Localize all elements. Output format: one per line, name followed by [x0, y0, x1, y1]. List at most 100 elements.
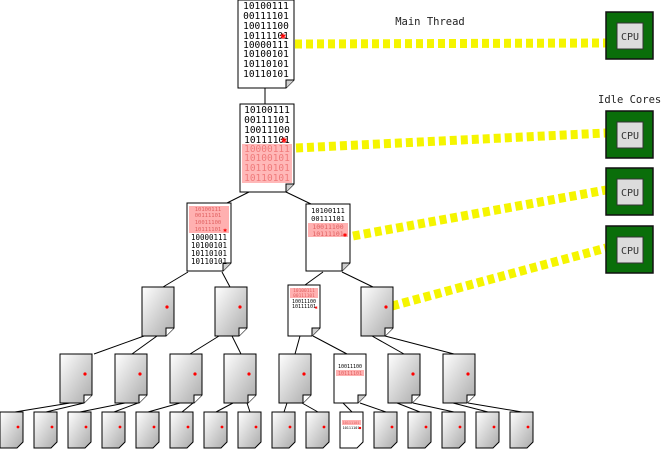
tree-edge	[342, 402, 353, 413]
tree-edge	[131, 335, 158, 355]
cursor-marker	[220, 425, 224, 429]
doc-line: 10110101	[191, 249, 227, 258]
cursor-marker	[83, 372, 87, 376]
doc-line: 10110101	[243, 69, 289, 80]
tree-edge	[162, 271, 189, 288]
doc-line: 10110101	[243, 59, 289, 70]
tree-edge	[341, 271, 374, 288]
cursor-marker	[254, 425, 258, 429]
doc-line-highlighted: 10110101	[244, 163, 290, 174]
tree-edge	[359, 402, 387, 413]
cursor-marker	[492, 425, 496, 429]
doc-line: 10011100	[244, 125, 290, 136]
doc-line-highlighted: 10111101	[312, 230, 343, 238]
cursor-marker: ✱	[222, 227, 227, 234]
cursor-marker: ✱	[314, 305, 317, 311]
tree-edge	[301, 402, 319, 413]
cpu-label: CPU	[621, 246, 639, 257]
tree-edge	[283, 402, 288, 413]
cpu-label: CPU	[621, 32, 639, 43]
document-second: 10100111 00111101 10011100 10111101 1000…	[239, 103, 295, 193]
cursor-marker	[288, 425, 292, 429]
document-root: 10100111 00111101 10011100 10111101 1000…	[237, 0, 295, 89]
tree-edge	[467, 402, 523, 413]
doc-line: 10011100	[243, 21, 289, 32]
tree-edge	[221, 271, 231, 288]
tree-edge	[215, 402, 234, 413]
document-leaf-12	[373, 411, 398, 449]
doc-line: 10111101	[292, 304, 316, 310]
cursor-marker	[302, 372, 306, 376]
cpu-idle-3: CPU	[605, 225, 654, 274]
tree-edge	[371, 335, 405, 355]
cursor-marker	[186, 425, 190, 429]
cursor-marker	[390, 425, 394, 429]
document-leaf-13	[407, 411, 432, 449]
cursor-marker	[466, 372, 470, 376]
tree-edge	[181, 402, 194, 413]
tree-edge	[285, 191, 312, 205]
cursor-marker	[526, 425, 530, 429]
doc-line: 10100101	[243, 49, 289, 60]
document-leaf-16	[509, 411, 534, 449]
cursor-marker: ✱	[343, 231, 348, 239]
tree-edge	[189, 335, 220, 355]
document-leaf-14	[441, 411, 466, 449]
document-level3-4	[360, 286, 394, 337]
tree-edge	[246, 402, 251, 413]
tree-edges	[14, 88, 523, 413]
connection-idle-core-1	[295, 128, 607, 153]
cursor-marker	[152, 425, 156, 429]
tree-edge	[93, 335, 145, 355]
document-level4-white: 10011100 10111101	[333, 353, 367, 404]
document-leaf-8	[237, 411, 262, 449]
document-right-child: 10100111 00111101 10011100 10111101 ✱	[305, 203, 351, 272]
document-level3-2	[214, 286, 248, 337]
doc-line: 10000111	[243, 40, 289, 51]
doc-line: 00111101	[244, 115, 290, 126]
doc-line: 10011100	[338, 364, 362, 370]
doc-line: 00111101	[293, 293, 315, 299]
thread-connections	[294, 38, 608, 311]
document-leaf-3	[67, 411, 92, 449]
cursor-marker	[138, 372, 142, 376]
connection-main-thread	[294, 38, 607, 49]
doc-line: 10110101	[191, 257, 227, 266]
idle-cores-label: Idle Cores	[598, 94, 661, 106]
cursor-marker	[238, 305, 242, 309]
document-level4-2	[114, 353, 148, 404]
doc-line-highlighted: 10110101	[244, 173, 290, 184]
document-level4-8	[442, 353, 476, 404]
cursor-marker: ✱	[280, 31, 286, 42]
connection-idle-core-2	[352, 185, 607, 241]
cursor-marker	[193, 372, 197, 376]
tree-edge	[79, 402, 126, 413]
doc-line: 00111101	[311, 215, 345, 223]
doc-line: 10000111	[191, 233, 227, 242]
cursor-marker	[458, 425, 462, 429]
doc-line-highlighted: 10000111	[244, 144, 290, 155]
tree-edge	[231, 335, 242, 355]
tree-edge	[412, 402, 455, 413]
tree-edge	[14, 402, 71, 413]
cursor-marker	[247, 372, 251, 376]
doc-line-highlighted: 10111101	[338, 371, 362, 377]
doc-line-highlighted: 10011100	[312, 223, 343, 231]
document-leaf-7	[203, 411, 228, 449]
cpu-idle-1: CPU	[605, 110, 654, 159]
doc-line: 10011100	[292, 299, 316, 305]
tree-edge	[45, 402, 85, 413]
document-level3-white: 10100111 00111101 10011100 10111101 ✱	[287, 284, 321, 337]
document-leaf-5	[135, 411, 160, 449]
document-level4-4	[223, 353, 257, 404]
connection-idle-core-3	[390, 243, 608, 311]
doc-line: 00111101	[243, 11, 289, 22]
document-leaf-white: 10111101 10111101	[339, 411, 364, 449]
doc-line: 10100111	[311, 207, 345, 215]
tree-edge	[452, 402, 489, 413]
tree-edge	[113, 402, 139, 413]
doc-line-highlighted: 10111101	[343, 421, 360, 425]
document-level4-7	[387, 353, 421, 404]
